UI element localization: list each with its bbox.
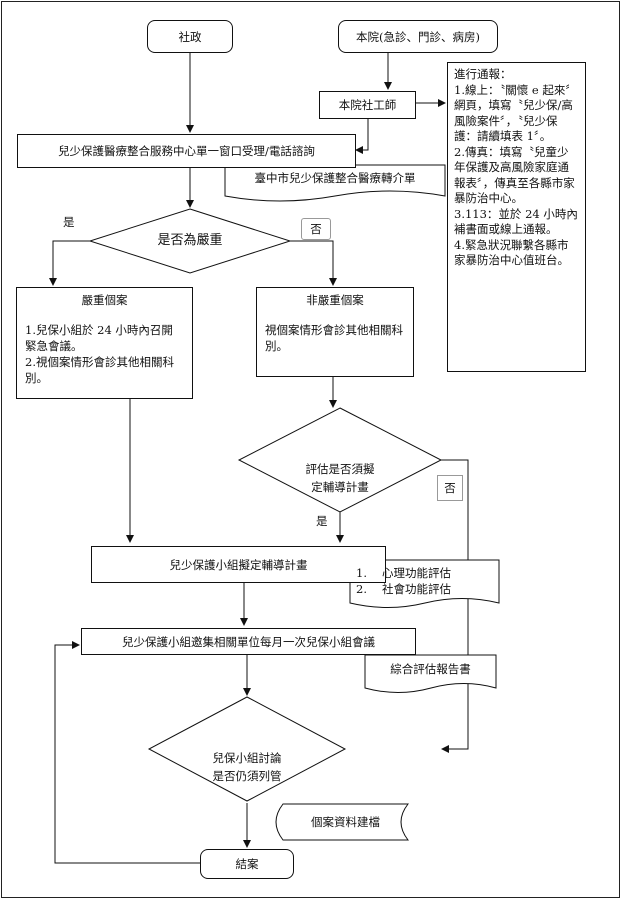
hospital-label: 本院(急診、門診、病房) — [356, 29, 480, 44]
report-doc: 綜合評估報告書 — [365, 655, 496, 683]
assessment-doc-shape — [349, 559, 500, 608]
edge-label-no-plan-text: 否 — [444, 481, 456, 495]
nonsevere-case-node: 非嚴重個案 視個案情形會診其他相關科別。 — [256, 287, 414, 377]
social-worker-node: 本院社工師 — [319, 91, 416, 119]
assessment-item-1: 1.心理功能評估 — [356, 566, 451, 580]
referral-doc-label: 臺中市兒少保護整合醫療轉介單 — [254, 171, 416, 185]
decision-plan-shape — [237, 407, 443, 513]
hospital-node: 本院(急診、門診、病房) — [338, 20, 498, 53]
close-case-node: 結案 — [200, 849, 294, 879]
severe-case-body: 1.兒保小組於 24 小時內召開緊急會議。 2.視個案情形會診其他相關科別。 — [25, 323, 174, 385]
decision-severe: 是否為嚴重 — [120, 232, 260, 250]
edge-no-skip-to-track — [441, 459, 469, 753]
edge-label-no-plan: 否 — [437, 475, 463, 501]
decision-track-shape — [147, 696, 347, 802]
decision-track-label: 兒保小組討論 是否仍須列管 — [212, 751, 282, 783]
plan-node: 兒少保護小組擬定輔導計畫 — [91, 546, 386, 583]
social-admin-node: 社政 — [147, 20, 233, 53]
plan-label: 兒少保護小組擬定輔導計畫 — [169, 557, 308, 572]
decision-severe-shape — [88, 208, 292, 274]
decision-plan: 評估是否須擬 定輔導計畫 — [280, 442, 400, 496]
nonsevere-case-body: 視個案情形會診其他相關科別。 — [265, 323, 403, 353]
severe-case-title: 嚴重個案 — [81, 293, 128, 307]
center-node: 兒少保護醫療整合服務中心單一窗口受理/電話諮詢 — [17, 134, 356, 168]
assessment-item-2: 2.社會功能評估 — [356, 582, 451, 596]
assessment-doc: 1.心理功能評估 2.社會功能評估 — [356, 565, 496, 599]
edge-label-yes-severe: 是 — [63, 215, 75, 229]
decision-plan-label: 評估是否須擬 定輔導計畫 — [305, 462, 375, 494]
referral-doc: 臺中市兒少保護整合醫療轉介單 — [225, 165, 445, 191]
referral-doc-shape — [224, 164, 446, 202]
decision-track: 兒保小組討論 是否仍須列管 — [180, 731, 314, 785]
social-admin-label: 社政 — [178, 29, 202, 44]
close-case-label: 結案 — [235, 857, 259, 871]
report-doc-label: 綜合評估報告書 — [390, 662, 471, 676]
nonsevere-case-title: 非嚴重個案 — [306, 293, 364, 307]
case-file-label: 個案資料建檔 — [311, 815, 380, 829]
edge-label-yes-plan: 是 — [316, 514, 328, 528]
assessment-item-2-label: 社會功能評估 — [382, 582, 451, 596]
edge-label-no-severe: 否 — [301, 218, 331, 240]
assessment-item-1-label: 心理功能評估 — [382, 566, 451, 580]
case-file: 個案資料建檔 — [283, 804, 408, 840]
monthly-meeting-label: 兒少保護小組邀集相關單位每月一次兒保小組會議 — [122, 634, 375, 649]
notice-box: 進行通報： 1.線上：〝關懷 e 起來〞網頁，填寫〝兒少保/高風險案件〞，〝兒少… — [447, 62, 586, 372]
edge-yes-severe — [49, 240, 90, 286]
monthly-meeting-node: 兒少保護小組邀集相關單位每月一次兒保小組會議 — [81, 628, 416, 655]
decision-severe-label: 是否為嚴重 — [157, 233, 223, 248]
edge-label-no-severe-text: 否 — [310, 222, 322, 236]
social-worker-label: 本院社工師 — [338, 98, 397, 112]
center-label: 兒少保護醫療整合服務中心單一窗口受理/電話諮詢 — [58, 144, 315, 158]
report-doc-shape — [364, 654, 497, 693]
case-file-shape — [275, 803, 410, 841]
edge-loop-back — [54, 641, 200, 864]
severe-case-node: 嚴重個案 1.兒保小組於 24 小時內召開緊急會議。 2.視個案情形會診其他相關… — [16, 287, 193, 399]
edge-no-nonsevere — [290, 240, 337, 286]
edge-worker-to-center — [355, 119, 369, 154]
